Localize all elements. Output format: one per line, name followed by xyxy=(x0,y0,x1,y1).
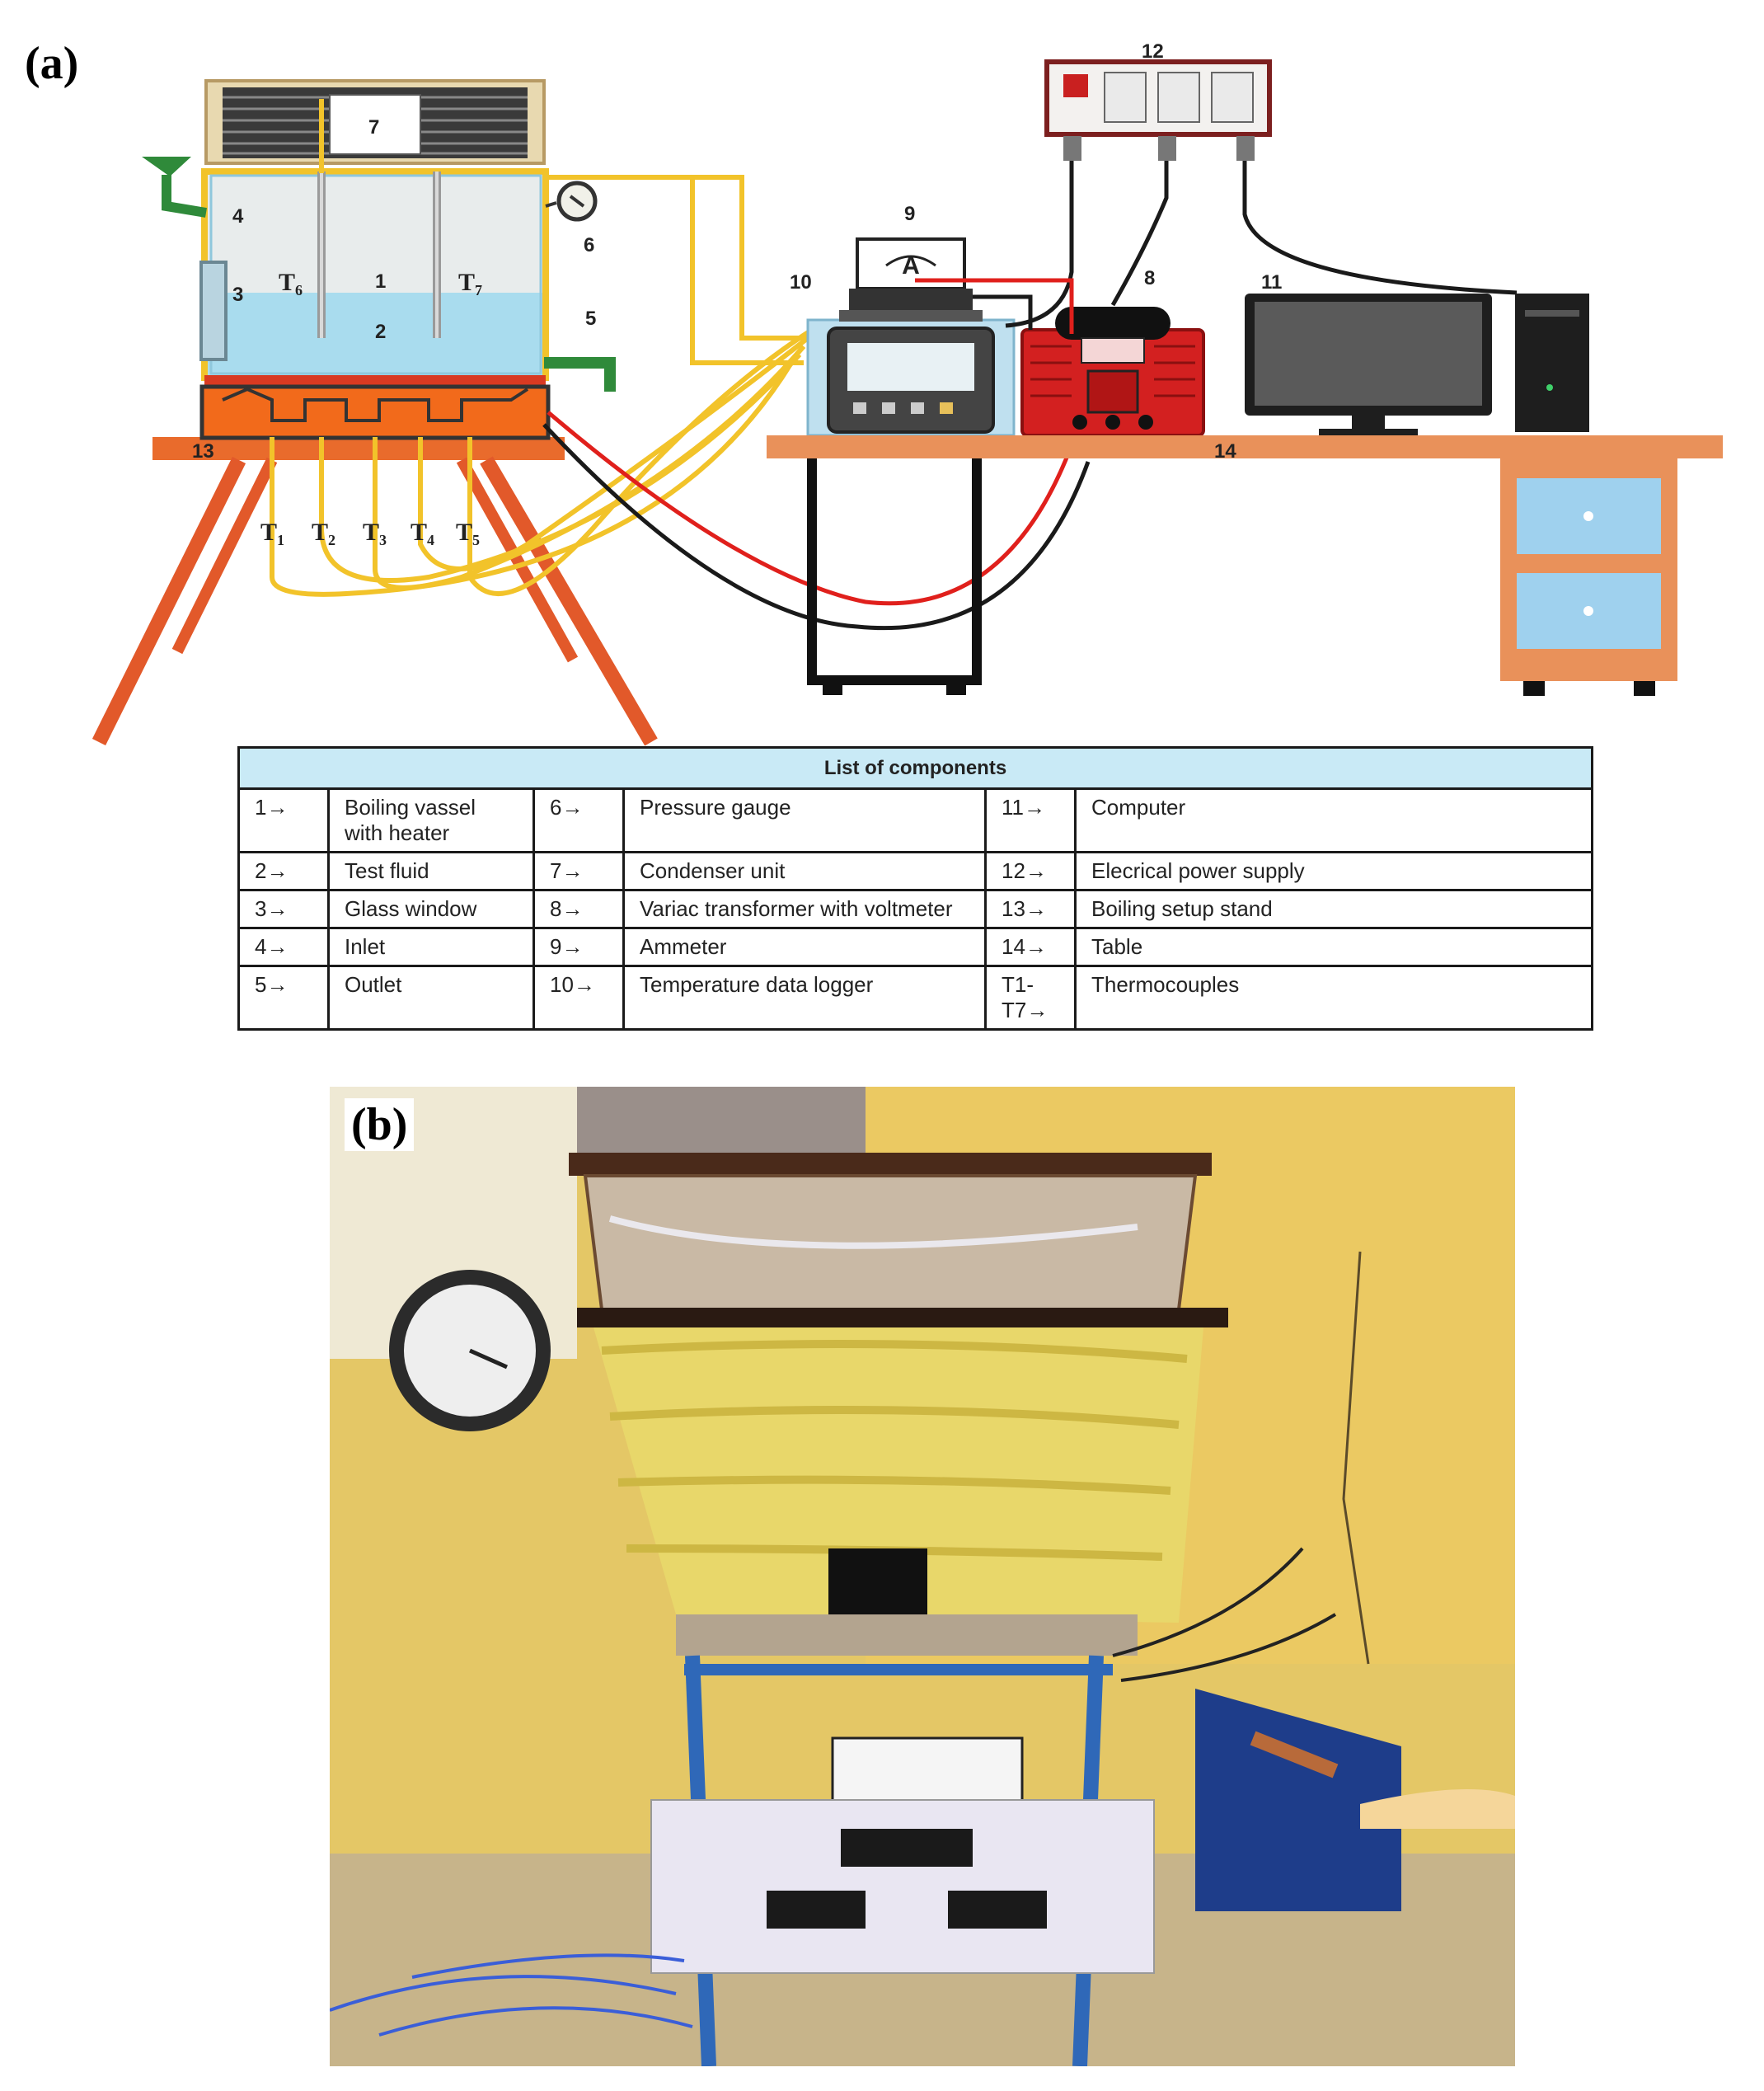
table-title: List of components xyxy=(237,746,1593,790)
item-number: T1-T7→ xyxy=(984,965,1077,1031)
photo-stand xyxy=(650,1655,1155,2066)
callout-8: 8 xyxy=(1144,267,1155,289)
panel-label-a: (a) xyxy=(25,38,79,89)
table xyxy=(767,435,1723,696)
item-label: Boiling setup stand xyxy=(1074,889,1593,929)
photo-insulated-vessel xyxy=(593,1327,1203,1656)
callout-2: 2 xyxy=(375,321,386,343)
electrical-power-supply xyxy=(1044,59,1272,137)
thermocouple-t3: T3 xyxy=(363,519,387,548)
item-label: Test fluid xyxy=(327,851,535,891)
callout-11: 11 xyxy=(1261,271,1282,294)
table-row: 4→ Inlet 9→ Ammeter 14→ Table xyxy=(237,927,1593,967)
table-row: 3→ Glass window 8→ Variac transformer wi… xyxy=(237,889,1593,929)
heater-block xyxy=(199,375,551,440)
experimental-setup-diagram: A xyxy=(91,40,1723,746)
callout-14: 14 xyxy=(1214,440,1236,463)
item-label: Temperature data logger xyxy=(622,965,987,1031)
callout-7: 7 xyxy=(368,116,379,139)
table-row: 5→ Outlet 10→ Temperature data logger T1… xyxy=(237,965,1593,1031)
thermocouple-t7: T7 xyxy=(458,269,482,298)
item-number: 2→ xyxy=(237,851,330,891)
item-number: 6→ xyxy=(532,787,625,853)
item-label: Boiling vassel with heater xyxy=(327,787,535,853)
inlet-funnel xyxy=(142,157,207,218)
item-number: 10→ xyxy=(532,965,625,1031)
item-number: 5→ xyxy=(237,965,330,1031)
callout-9: 9 xyxy=(904,203,915,225)
callout-labels: 1 2 3 4 5 6 7 8 9 10 11 12 13 14 xyxy=(192,40,1282,463)
item-label: Thermocouples xyxy=(1074,965,1593,1031)
thermocouple-labels: T1 T2 T3 T4 T5 T6 T7 xyxy=(260,269,482,548)
svg-text:A: A xyxy=(902,252,920,280)
item-number: 13→ xyxy=(984,889,1077,929)
item-label: Condenser unit xyxy=(622,851,987,891)
plugs xyxy=(1063,136,1255,161)
callout-4: 4 xyxy=(232,205,244,228)
item-number: 12→ xyxy=(984,851,1077,891)
table-row: 2→ Test fluid 7→ Condenser unit 12→ Elec… xyxy=(237,851,1593,891)
item-number: 3→ xyxy=(237,889,330,929)
panel-label-b: (b) xyxy=(345,1098,415,1151)
item-number: 1→ xyxy=(237,787,330,853)
item-label: Outlet xyxy=(327,965,535,1031)
item-label: Pressure gauge xyxy=(622,787,987,853)
thermocouple-t6: T6 xyxy=(279,269,303,298)
item-label: Computer xyxy=(1074,787,1593,853)
thermocouple-wires xyxy=(270,99,814,597)
photo-pressure-gauge xyxy=(389,1270,551,1431)
item-label: Variac transformer with voltmeter xyxy=(622,889,987,929)
item-label: Elecrical power supply xyxy=(1074,851,1593,891)
item-number: 11→ xyxy=(984,787,1077,853)
condenser-unit xyxy=(204,79,546,165)
item-number: 4→ xyxy=(237,927,330,967)
photo-scene xyxy=(330,1087,1515,2066)
boiling-vessel xyxy=(199,168,549,381)
callout-6: 6 xyxy=(584,234,594,256)
power-cables xyxy=(542,148,1518,631)
temperature-data-logger xyxy=(806,318,1016,437)
outlet-pipe xyxy=(544,357,616,392)
thermocouple-t4: T4 xyxy=(411,519,434,548)
callout-10: 10 xyxy=(790,271,812,294)
item-number: 8→ xyxy=(532,889,625,929)
components-table: List of components 1→ Boiling vassel wit… xyxy=(237,746,1593,1031)
callout-3: 3 xyxy=(232,284,243,306)
pressure-gauge xyxy=(545,181,598,222)
photo-condenser xyxy=(569,1153,1228,1327)
boiling-setup-stand xyxy=(91,437,658,746)
thermocouple-t2: T2 xyxy=(312,519,335,548)
glass-window xyxy=(199,261,228,361)
setup-photograph: (b) xyxy=(330,1087,1515,2066)
item-label: Inlet xyxy=(327,927,535,967)
callout-13: 13 xyxy=(192,440,214,463)
computer xyxy=(1245,294,1589,437)
callout-1: 1 xyxy=(375,270,386,293)
variac-transformer xyxy=(1020,307,1205,437)
item-label: Table xyxy=(1074,927,1593,967)
photo-background-objects xyxy=(330,1547,1515,2037)
item-label: Glass window xyxy=(327,889,535,929)
callout-12: 12 xyxy=(1142,40,1164,63)
item-label: Ammeter xyxy=(622,927,987,967)
item-number: 9→ xyxy=(532,927,625,967)
callout-5: 5 xyxy=(585,308,596,330)
item-number: 7→ xyxy=(532,851,625,891)
item-number: 14→ xyxy=(984,927,1077,967)
thermocouple-t1: T1 xyxy=(260,519,284,548)
thermocouple-t5: T5 xyxy=(456,519,480,548)
table-row: 1→ Boiling vassel with heater 6→ Pressur… xyxy=(237,787,1593,853)
